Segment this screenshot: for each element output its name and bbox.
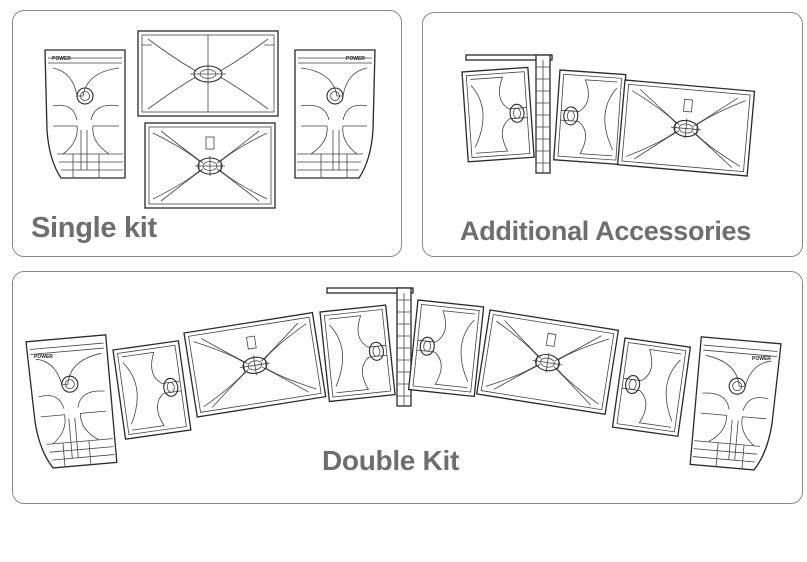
accessory-small-panel-left	[461, 66, 535, 163]
double-kit-small-panel-1	[112, 340, 192, 440]
single-kit-caption: Single kit	[31, 212, 157, 244]
accessory-small-panel-right	[553, 69, 627, 166]
double-kit-large-panel-2	[476, 309, 620, 415]
brand-mark-label: POWER	[752, 356, 771, 362]
double-kit-large-panel-1	[183, 312, 327, 418]
brand-mark-label: POWER	[34, 354, 53, 360]
brand-mark-label: POWER	[346, 56, 365, 62]
double-kit-small-panel-2	[319, 304, 396, 403]
single-kit-left-side-panel	[44, 49, 126, 179]
single-kit-bottom-panel	[144, 122, 276, 209]
double-kit-caption: Double Kit	[322, 445, 459, 476]
single-kit-top-panel	[137, 30, 279, 117]
accessory-large-panel	[616, 79, 756, 177]
double-kit-small-panel-4	[611, 337, 692, 437]
double-kit-small-panel-3	[407, 299, 485, 398]
single-kit-right-side-panel	[294, 49, 376, 179]
brand-mark-label: POWER	[52, 56, 71, 62]
additional-accessories-caption: Additional Accessories	[460, 216, 751, 246]
